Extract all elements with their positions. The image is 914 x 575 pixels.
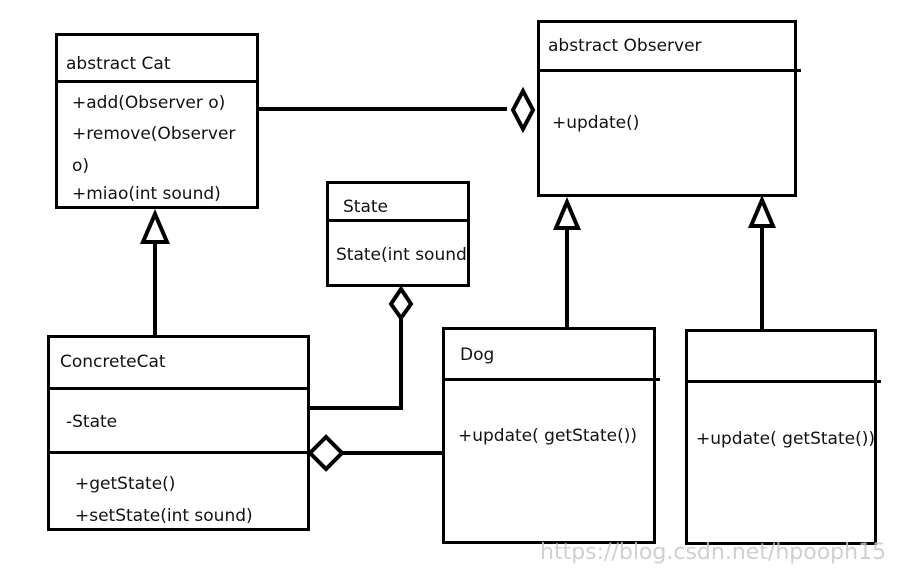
method: o) bbox=[72, 156, 90, 176]
field: -State bbox=[66, 412, 118, 432]
class-name: ConcreteCat bbox=[60, 352, 166, 372]
method: +update() bbox=[552, 113, 640, 133]
class-divider bbox=[685, 380, 881, 383]
aggregation-diamond-state bbox=[388, 285, 414, 322]
aggregation-diamond-observer bbox=[510, 86, 536, 134]
class-divider bbox=[326, 219, 470, 222]
method: +update( getState()) bbox=[696, 429, 875, 449]
inheritance-arrow-observer-dog bbox=[552, 196, 582, 230]
class-divider bbox=[47, 451, 310, 454]
class-name: Dog bbox=[460, 345, 495, 365]
method: +remove(Observer bbox=[72, 124, 236, 144]
class-unnamed-observer bbox=[685, 329, 877, 545]
method: +setState(int sound) bbox=[75, 506, 253, 526]
class-concretecat bbox=[47, 335, 310, 531]
class-name: abstract Cat bbox=[66, 54, 171, 74]
class-divider bbox=[537, 69, 801, 72]
class-name: State bbox=[343, 197, 388, 217]
class-divider bbox=[55, 80, 259, 83]
inheritance-arrow-cat bbox=[139, 208, 171, 244]
class-divider bbox=[47, 387, 310, 390]
class-abstract-cat bbox=[55, 33, 259, 209]
class-state bbox=[326, 181, 470, 287]
class-dog bbox=[442, 327, 656, 544]
method: +miao(int sound) bbox=[72, 184, 221, 204]
method: +add(Observer o) bbox=[72, 93, 226, 113]
class-abstract-observer bbox=[537, 20, 797, 197]
aggregation-diamond-concretecat bbox=[307, 434, 345, 472]
class-divider bbox=[442, 378, 660, 381]
method: State(int sound bbox=[336, 245, 467, 265]
state-concretecat-line bbox=[308, 318, 403, 410]
method: +update( getState()) bbox=[458, 426, 637, 446]
class-name: abstract Observer bbox=[548, 36, 702, 56]
method: +getState() bbox=[75, 474, 176, 494]
inheritance-arrow-observer-unnamed bbox=[747, 194, 777, 228]
watermark: https://blog.csdn.net/hpooph15 bbox=[540, 540, 887, 565]
